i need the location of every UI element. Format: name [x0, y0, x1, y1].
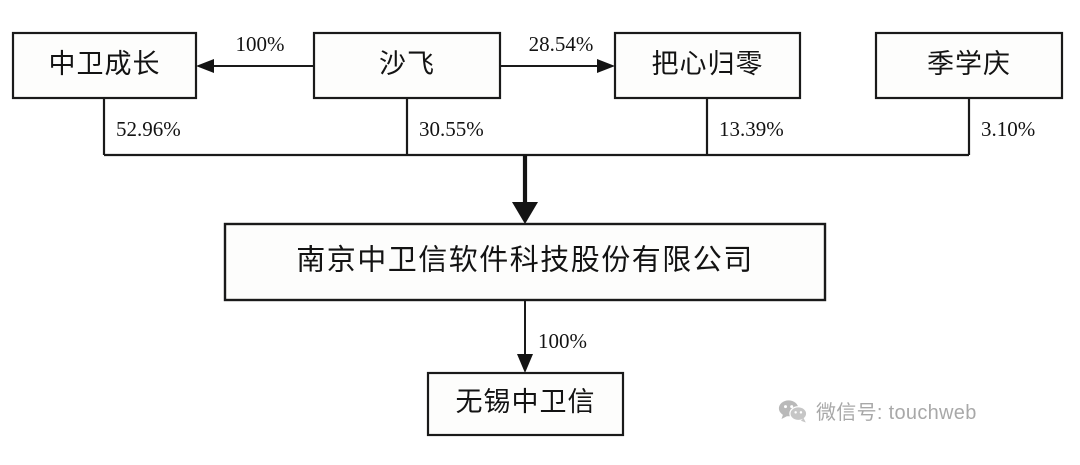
edge-shafei-to-company: 30.55%: [405, 98, 484, 155]
edge-baxinguiling-to-company: 13.39%: [705, 98, 784, 155]
edge-shafei-to-zhongweichengzhang: 100%: [196, 32, 314, 73]
watermark: 微信号: touchweb: [778, 396, 977, 425]
arrowhead-left-icon: [196, 59, 214, 73]
edge-label: 100%: [538, 329, 587, 353]
edge-main-company-to-wuxi: 100%: [517, 300, 587, 373]
node-baxinguiling: 把心归零: [613, 31, 802, 100]
node-label: 季学庆: [927, 49, 1011, 79]
node-wuxi-zhongweixin: 无锡中卫信: [426, 371, 625, 437]
edge-label: 28.54%: [529, 32, 594, 56]
node-zhongweichengzhang: 中卫成长: [11, 31, 198, 100]
wechat-icon: [778, 399, 808, 422]
edge-shafei-to-baxinguiling: 28.54%: [500, 32, 615, 73]
node-box: [312, 31, 502, 100]
node-label: 把心归零: [652, 49, 764, 79]
watermark-text: 微信号: touchweb: [816, 402, 977, 424]
node-jixueqing: 季学庆: [874, 31, 1064, 100]
node-label: 南京中卫信软件科技股份有限公司: [296, 244, 754, 277]
edge-busbar-to-main-company: [512, 155, 538, 224]
node-nanjing-zhongweixin: 南京中卫信软件科技股份有限公司: [223, 222, 827, 302]
arrowhead-down-icon: [517, 354, 533, 373]
node-box: [223, 222, 827, 302]
node-box: [426, 371, 625, 437]
edge-label: 13.39%: [719, 117, 784, 141]
edge-label: 3.10%: [981, 117, 1035, 141]
node-shafei: 沙飞: [312, 31, 502, 100]
node-box: [11, 31, 198, 100]
node-label: 沙飞: [379, 49, 435, 79]
arrowhead-right-icon: [597, 59, 615, 73]
node-box: [613, 31, 802, 100]
node-label: 中卫成长: [49, 49, 161, 79]
edge-jixueqing-to-company: 3.10%: [967, 98, 1035, 155]
arrowhead-down-icon: [512, 202, 538, 224]
edge-label: 100%: [236, 32, 285, 56]
edge-label: 52.96%: [116, 117, 181, 141]
edge-label: 30.55%: [419, 117, 484, 141]
edge-zhongweichengzhang-to-company: 52.96%: [102, 98, 181, 155]
node-label: 无锡中卫信: [456, 387, 596, 417]
